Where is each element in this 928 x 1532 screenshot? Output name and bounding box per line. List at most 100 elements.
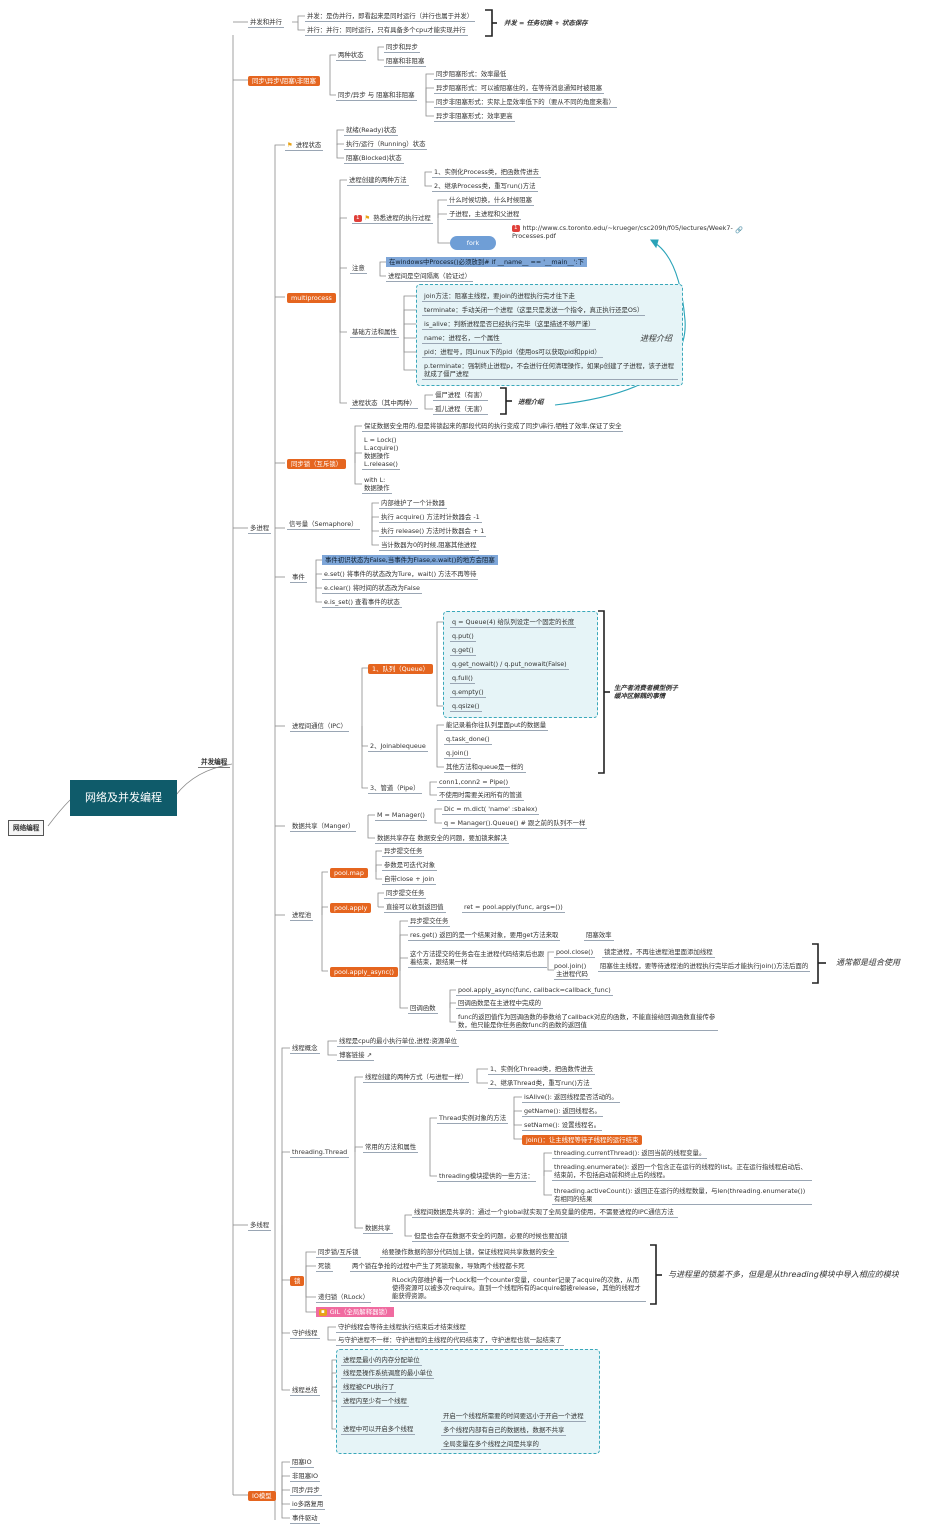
process-state[interactable]: ⚑进程状态 [285, 141, 324, 151]
lock-rlock: 递归锁（RLock） [316, 1293, 371, 1303]
gil-badge-icon: ▪ [319, 1308, 327, 1316]
lock-dead-desc: 两个锁在争抢的过程中产生了死锁现象，导致两个线程都卡死 [350, 1262, 527, 1272]
state-ready: 就绪(Ready)状态 [344, 126, 399, 136]
queue-6: q.empty() [450, 688, 486, 698]
mp-create-2: 2、继承Process类，重写run()方法 [432, 182, 538, 192]
sync-node[interactable]: 同步\异步\阻塞\非阻塞 [248, 76, 320, 86]
pool-join-desc: 阻塞住主线程，要等待进程池的进程执行完毕后才能执行join()方法后面的 [598, 962, 811, 972]
thread-summary[interactable]: 线程总结 [290, 1386, 320, 1396]
pool-node[interactable]: 进程池 [290, 911, 314, 921]
lock-code-1-0: L = Lock() [364, 436, 397, 444]
lock-mutex-desc: 给要操作数据的部分代码加上锁，保证线程间共享数据的安全 [380, 1248, 557, 1258]
mp-create: 进程创建的两种方法 [347, 176, 409, 186]
blog-link[interactable]: 博客链接 [339, 1051, 365, 1059]
async-block: 阻塞效率 [584, 931, 614, 941]
lock-gil-label: GIL（全局解释器锁） [329, 1308, 392, 1316]
process-state-label: 进程状态 [295, 141, 322, 149]
multi-3: 全局变量在多个线程之间是共享的 [441, 1440, 541, 1450]
lock-node[interactable]: 同步锁（互斥锁） [287, 459, 347, 469]
lock-desc: 保证数据安全用的,但是将锁起来的那段代码的执行变成了同步\串行,牺牲了效率,保证… [362, 422, 624, 432]
thread-lock[interactable]: 锁 [290, 1276, 305, 1286]
thread-create: 线程创建的两种方式（与进程一样） [363, 1073, 470, 1083]
threading-thread[interactable]: threading.Thread [290, 1148, 350, 1158]
cb-1: pool.apply_async(func, callback=callback… [456, 986, 613, 996]
basic-5: pid：进程号，同Linux下的pid（使用os可以获取pid和ppid） [422, 348, 603, 358]
data-share-node[interactable]: 数据共享（Manger） [290, 822, 357, 832]
daemon-thread[interactable]: 守护线程 [290, 1329, 320, 1339]
io-3: 同步/异步 [290, 1486, 322, 1496]
mp-state: 进程状态（其中两种） [350, 399, 418, 409]
thread-share: 数据共享 [363, 1224, 393, 1234]
mp-exec: 1⚑熟悉进程的执行过程 [352, 214, 433, 224]
event-4: e.is_set() 查看事件的状态 [322, 598, 402, 608]
parallel-def: 并行：并行：同时运行，只有具备多个cpu才能实现并行 [305, 26, 468, 36]
ipc-node[interactable]: 进程间通信（IPC） [290, 722, 349, 732]
state-a: 同步和异步 [384, 43, 420, 53]
zombie-process: 僵尸进程（有害） [433, 391, 489, 401]
thread-mod: threading模块提供的一些方法： [437, 1172, 536, 1182]
lock-code-2-1: 数据操作 [362, 484, 392, 494]
queue-7: q.qsize() [450, 702, 482, 712]
main-topic[interactable]: 网络及并发编程 [70, 780, 177, 816]
root-node[interactable]: 网络编程 [8, 820, 45, 836]
lock-code-2-0: with L: [364, 476, 386, 484]
pool-close-desc: 锁定进程，不再往进程池里面添加线程 [602, 948, 715, 958]
multiprocess-node[interactable]: 多进程 [248, 524, 272, 534]
intro-label-1: 进程介绍 [640, 334, 672, 343]
pool-join-sub: 主进程代码 [554, 970, 590, 980]
pool-map[interactable]: pool.map [330, 868, 368, 878]
pool-apply-async[interactable]: pool.apply_async() [330, 967, 399, 977]
semaphore-node[interactable]: 信号量（Semaphore） [287, 520, 360, 530]
lock-dead: 死锁 [316, 1262, 333, 1272]
thread-share-2: 但是也会存在数据不安全的问题，必要的时候也要加锁 [412, 1232, 570, 1242]
link-icon[interactable]: 🔗 [735, 226, 743, 234]
summary-2: 线程是操作系统调度的最小单位 [341, 1369, 435, 1379]
async-3: 这个方法提交的任务会在主进程代码结束后也跟着结束，跟结果一样 [408, 950, 547, 968]
multi-1: 开启一个线程所需要的时间要远小于开启一个进程 [441, 1412, 586, 1422]
sync-form-3: 同步非阻塞形式：实际上是效率低下的（要从不同的角度来看） [434, 98, 617, 108]
pool-apply[interactable]: pool.apply [330, 903, 372, 913]
joinablequeue-node[interactable]: 2、Joinablequeue [368, 742, 428, 752]
priority-badge: 1 [512, 224, 520, 232]
manager-dict: Dic = m.dict( 'name' :sbalex) [442, 805, 540, 815]
lock-code-1-3: L.release() [362, 460, 400, 470]
lock-code-1-1: L.acquire() [364, 444, 399, 452]
thread-concept-2[interactable]: 博客链接 ↗ [337, 1051, 374, 1061]
mp-link-text[interactable]: http://www.cs.toronto.edu/~krueger/csc20… [512, 224, 733, 240]
multiprocess-module[interactable]: multiprocess [287, 293, 336, 303]
queue-node[interactable]: 1、队列（Queue） [368, 664, 434, 674]
thread-share-1: 线程间数据是共享的：通过一个global就实现了全局变量的使用，不需要进程的IP… [412, 1208, 678, 1218]
intro-label-2: 进程介绍 [518, 398, 544, 406]
branch-concurrency-programming[interactable]: 并发编程 [198, 758, 231, 768]
queue-4: q.get_nowait() / q.put_nowait(False) [450, 660, 569, 670]
pipe-node[interactable]: 3、管道（Pipe） [368, 784, 422, 794]
jq-3: q.join() [444, 749, 471, 759]
mp-exec-label: 熟悉进程的执行过程 [373, 214, 431, 222]
multi-2: 多个线程内部有自己的数据栈，数据不共享 [441, 1426, 567, 1436]
obj-3: setName(): 设置线程名。 [522, 1121, 603, 1131]
event-node[interactable]: 事件 [290, 573, 307, 583]
mp-note-1: 在windows中Process()必须放到# if __name__ == '… [386, 257, 588, 267]
state-running: 执行/运行（Running）状态 [344, 140, 428, 150]
sem-1: 内部维护了一个计数器 [379, 499, 447, 509]
io-1: 阻塞IO [290, 1458, 314, 1468]
summary-4: 进程内至少有一个线程 [341, 1397, 409, 1407]
orphan-process: 孤儿进程（无害） [433, 405, 489, 415]
summary-3: 线程被CPU执行了 [341, 1383, 397, 1393]
concurrency-node[interactable]: 并发和并行 [248, 18, 284, 28]
mp-note-2: 进程间是空间隔离（验证过） [386, 272, 474, 282]
priority-badge: 1 [354, 214, 362, 222]
obj-2: getName(): 返回线程名。 [522, 1107, 603, 1117]
map-1: 异步提交任务 [382, 847, 425, 857]
map-2: 参数是可迭代对象 [382, 861, 438, 871]
thread-concept[interactable]: 线程概念 [290, 1044, 320, 1054]
io-model[interactable]: IO模型 [248, 1491, 276, 1501]
multithread-node[interactable]: 多线程 [248, 1221, 272, 1231]
basic-3: is_alive：判断进程是否已经执行完毕（这里描述不够严谨） [422, 320, 597, 330]
thread-obj: Thread实例对象的方法 [437, 1114, 509, 1124]
queue-box [443, 611, 598, 718]
thread-create-1: 1、实例化Thread类，把函数传进去 [488, 1065, 596, 1075]
mp-basic: 基础方法和属性 [350, 328, 399, 338]
